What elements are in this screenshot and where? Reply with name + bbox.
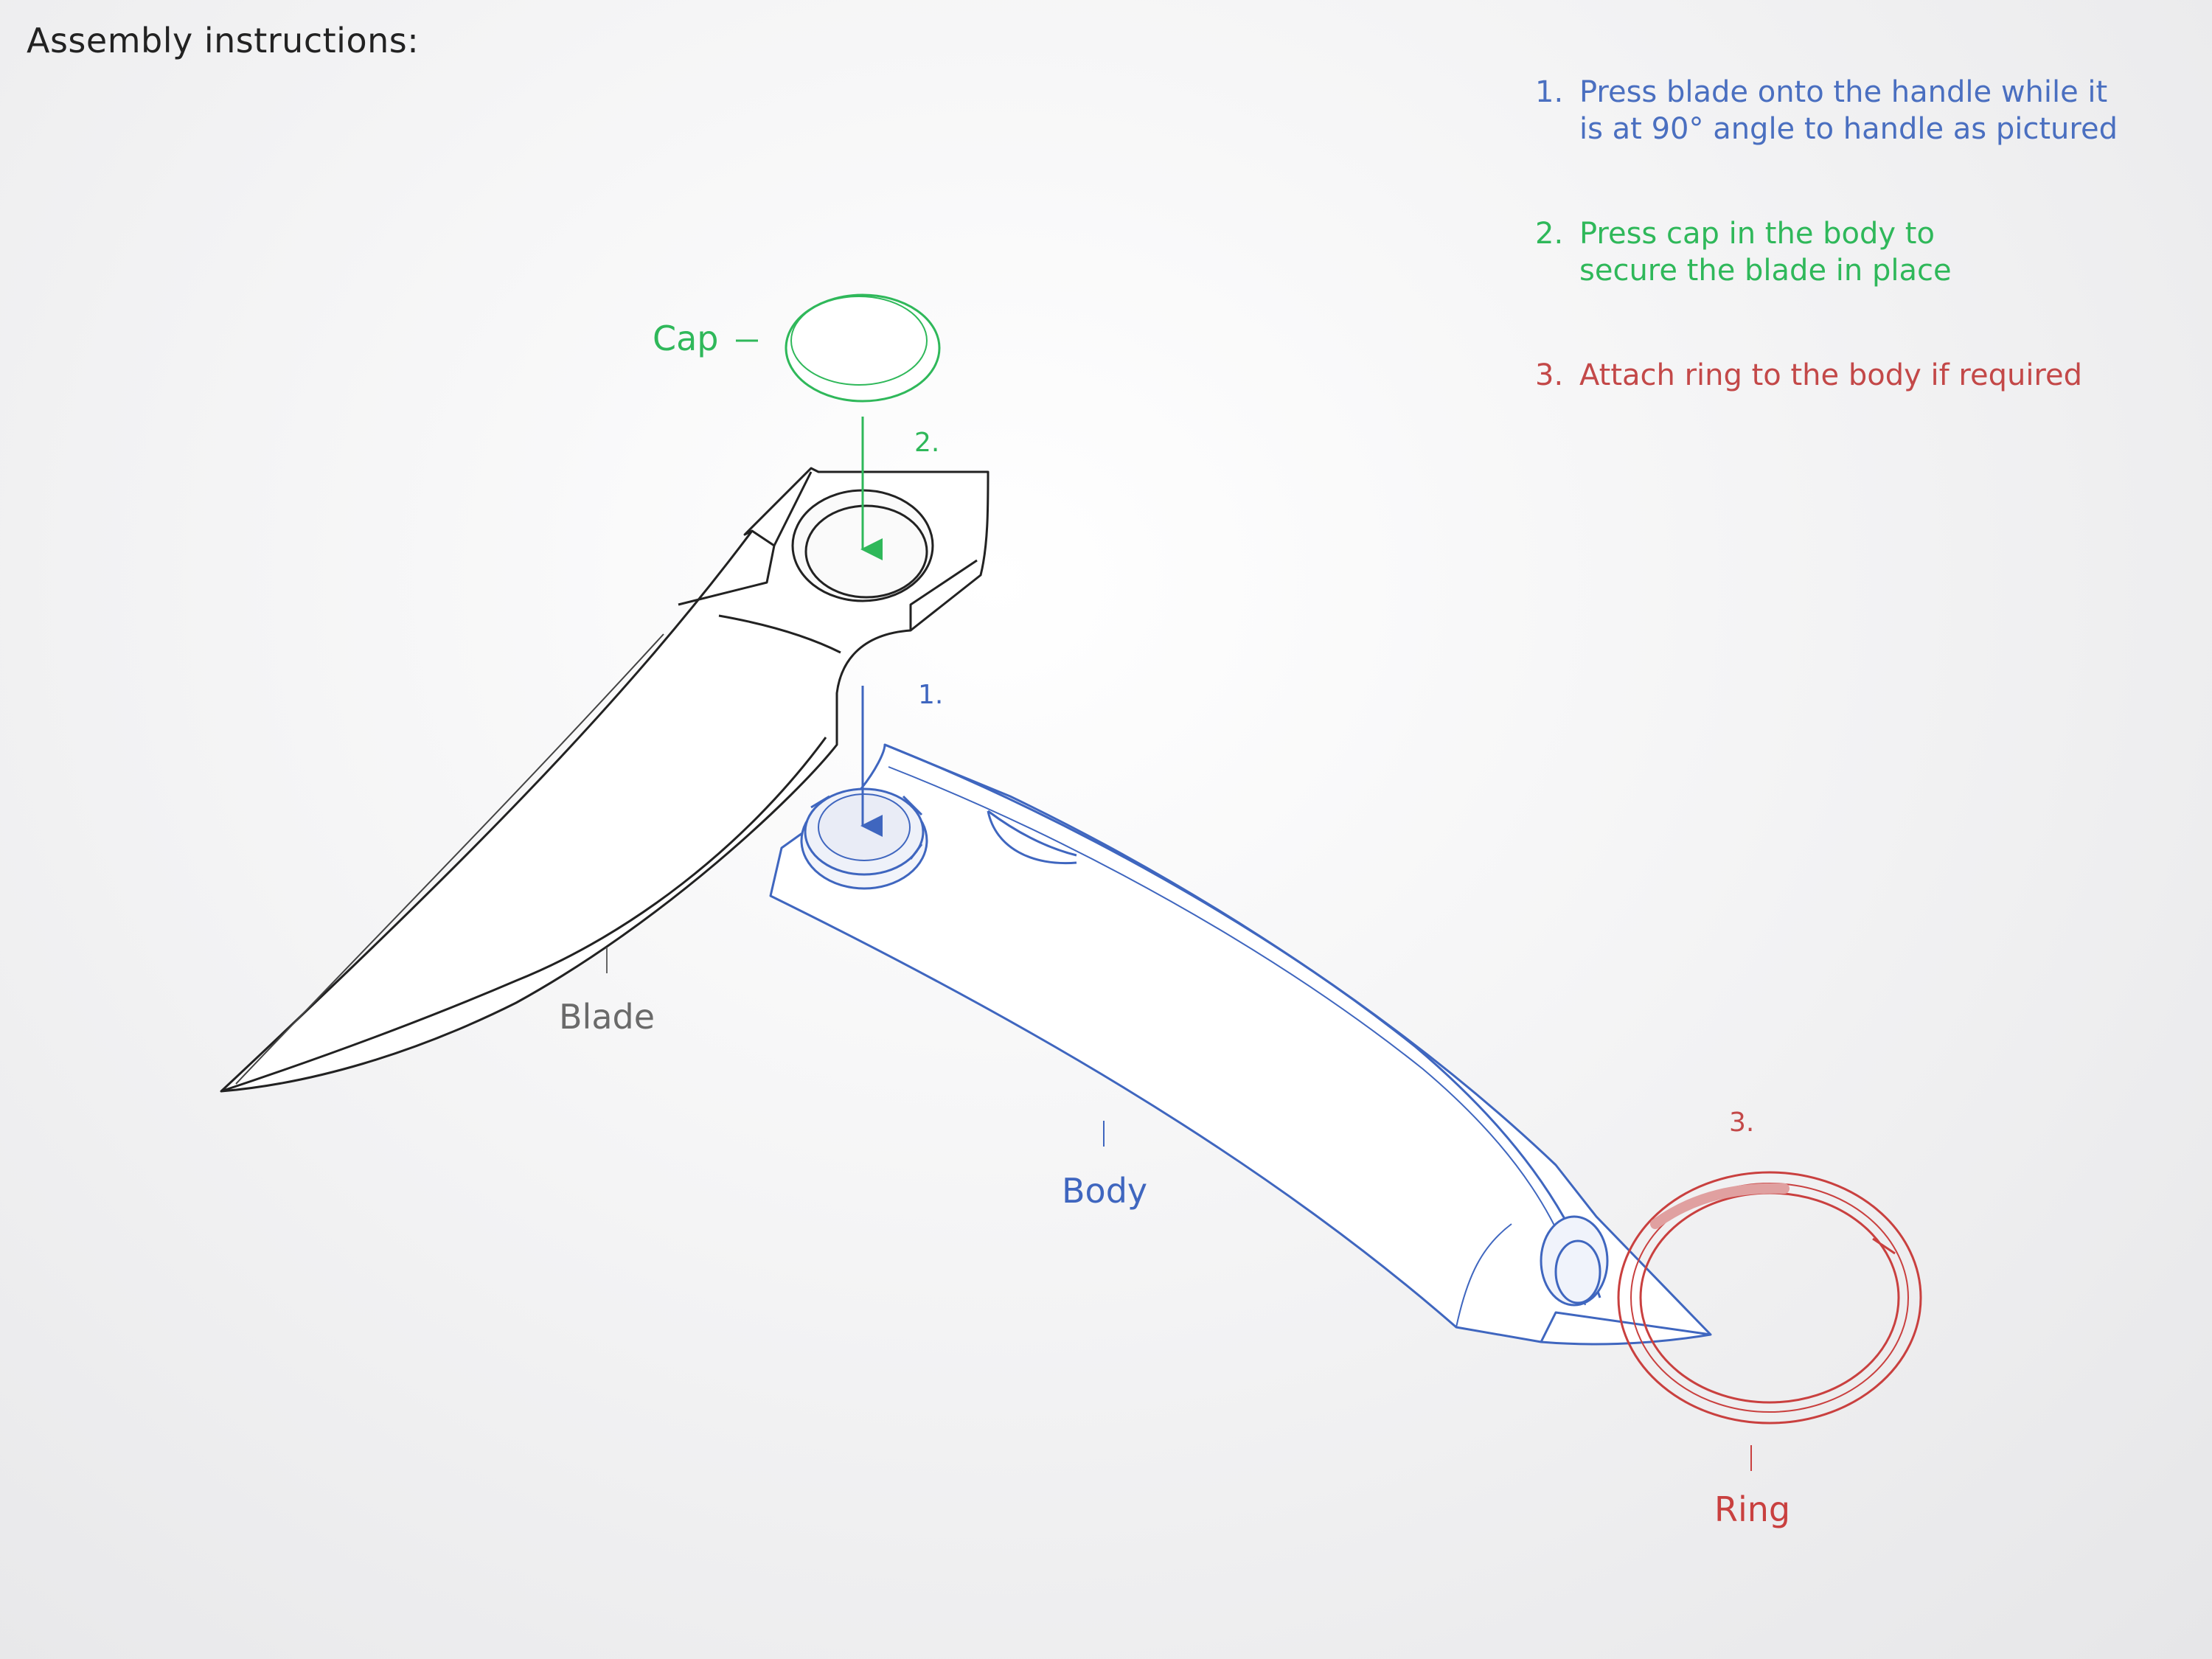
ring-part [1617,1171,1922,1425]
blade-label: Blade [559,997,655,1037]
step-text: Attach ring to the body if required [1579,358,2082,392]
step-number: 2. [1535,217,1564,251]
step-text: Press blade onto the handle while it is … [1579,75,2118,146]
step-marker-3: 3. [1729,1107,1755,1138]
step-text: Press cap in the body to secure the blad… [1579,217,1952,288]
step-marker-2: 2. [914,428,940,458]
step-number: 1. [1535,75,1564,109]
body-label: Body [1062,1171,1148,1211]
body-part [769,743,1712,1346]
instruction-step-1: 1. Press blade onto the handle while it … [1535,74,2184,147]
instruction-list: 1. Press blade onto the handle while it … [1535,74,2184,394]
cap-part [785,293,941,403]
page-title: Assembly instructions: [27,21,420,60]
instruction-step-2: 2. Press cap in the body to secure the b… [1535,215,2184,289]
cap-label: Cap [653,319,719,358]
instruction-step-3: 3. Attach ring to the body if required [1535,357,2184,394]
step-marker-1: 1. [918,680,944,710]
ring-label: Ring [1714,1489,1791,1529]
step-number: 3. [1535,358,1564,392]
blade-part [220,467,990,1093]
